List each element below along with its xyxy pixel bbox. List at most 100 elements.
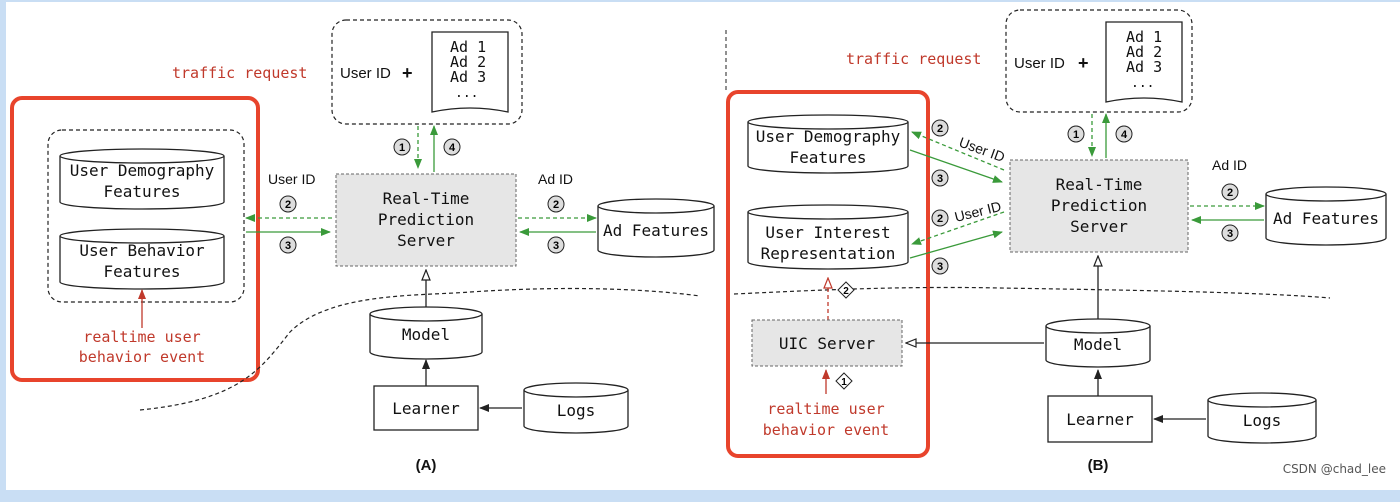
learner-label-a: Learner: [392, 399, 460, 418]
ad-list-doc-b: [1105, 21, 1183, 103]
svg-text:4: 4: [449, 142, 456, 154]
rtp-server-label-b-2: Prediction: [1051, 196, 1147, 215]
diamond-step-2-b: 2: [837, 281, 855, 299]
svg-text:1: 1: [399, 142, 405, 154]
learner-box-b: [1047, 395, 1153, 443]
learner-box-a: [373, 385, 479, 431]
step-2-badge-b-right: 2: [1221, 183, 1239, 201]
user-behavior-db-a: User Behavior Features: [59, 228, 225, 290]
highlight-frame-b: [726, 90, 930, 458]
traffic-request-label-b: traffic request: [846, 50, 981, 68]
step-1-badge-a: 1: [393, 138, 411, 156]
ad-item-b-3: Ad 3: [1126, 58, 1162, 76]
step-3-badge-b-right: 3: [1221, 224, 1239, 242]
server-to-demography-arrow-b: [911, 131, 1005, 171]
svg-text:2: 2: [1227, 187, 1233, 199]
user-behavior-label-1: User Behavior: [79, 241, 205, 260]
request-group-b: [1005, 9, 1193, 113]
offline-boundary-a: [139, 287, 701, 411]
uic-server-b: [751, 319, 903, 367]
step-2-badge-b-top: 2: [931, 119, 949, 137]
ad-features-label-a: Ad Features: [603, 221, 709, 240]
diagram-canvas: User Demography Features User Behavior F…: [6, 2, 1400, 490]
model-db-b: Model: [1045, 318, 1151, 368]
offline-boundary-b: [733, 286, 1331, 299]
model-label-b: Model: [1074, 335, 1122, 354]
request-group-a: [331, 19, 523, 125]
step-4-badge-a: 4: [443, 138, 461, 156]
rtp-server-label-b-1: Real-Time: [1056, 175, 1143, 194]
request-user-id-b: User ID: [1014, 55, 1065, 72]
svg-text:2: 2: [843, 286, 849, 297]
rtp-server-b: [1009, 159, 1189, 253]
user-interest-label-b-1: User Interest: [765, 223, 890, 242]
user-demography-label-1: User Demography: [70, 161, 215, 180]
svg-text:2: 2: [553, 199, 559, 211]
caption-a: (A): [416, 457, 437, 474]
plus-sign-b: +: [1078, 53, 1089, 73]
rtp-server-label-b-3: Server: [1070, 217, 1128, 236]
ad-item-b-4: ...: [1131, 76, 1154, 91]
step-2-badge-a-right: 2: [547, 195, 565, 213]
step-3-badge-a-left: 3: [279, 236, 297, 254]
logs-db-a: Logs: [523, 382, 629, 434]
svg-text:2: 2: [937, 123, 943, 135]
step-2-badge-a-left: 2: [279, 195, 297, 213]
step-3-badge-a-right: 3: [547, 236, 565, 254]
edge-user-id-b-2: User ID: [953, 198, 1003, 225]
edge-ad-id-b: Ad ID: [1212, 157, 1247, 173]
uic-server-label-b: UIC Server: [779, 334, 876, 353]
realtime-event-label-b-1: realtime user: [767, 400, 884, 418]
user-demography-label-2: Features: [103, 182, 180, 201]
svg-text:3: 3: [553, 240, 559, 252]
ad-item-a-2: Ad 2: [450, 53, 486, 71]
realtime-event-label-a-1: realtime user: [83, 328, 200, 346]
svg-text:3: 3: [285, 240, 291, 252]
logs-db-b: Logs: [1207, 392, 1317, 444]
user-demography-db-a: User Demography Features: [59, 148, 225, 210]
ad-item-b-1: Ad 1: [1126, 28, 1162, 46]
realtime-event-label-b-2: behavior event: [763, 421, 889, 439]
user-interest-label-b-2: Representation: [761, 244, 896, 263]
step-3-badge-b-bottom: 3: [931, 257, 949, 275]
diagram-b: User Demography Features User Interest R…: [726, 9, 1387, 474]
step-3-badge-b-top: 3: [931, 169, 949, 187]
svg-text:3: 3: [1227, 228, 1233, 240]
logs-label-a: Logs: [557, 401, 596, 420]
ad-item-b-2: Ad 2: [1126, 43, 1162, 61]
highlight-frame-a: [10, 96, 260, 382]
ad-features-db-b: Ad Features: [1265, 186, 1387, 246]
rtp-server-label-a-1: Real-Time: [383, 189, 470, 208]
rtp-server-label-a-2: Prediction: [378, 210, 474, 229]
diamond-step-1-b: 1: [835, 372, 853, 390]
interest-to-server-arrow-b: [909, 230, 1003, 259]
traffic-request-label-a: traffic request: [172, 64, 307, 82]
svg-text:1: 1: [1073, 129, 1079, 141]
model-db-a: Model: [369, 306, 483, 360]
diagram-a: User Demography Features User Behavior F…: [10, 19, 715, 474]
step-4-badge-b: 4: [1115, 125, 1133, 143]
svg-text:2: 2: [937, 213, 943, 225]
edge-ad-id-a: Ad ID: [538, 171, 573, 187]
ad-item-a-4: ...: [455, 86, 478, 101]
svg-text:3: 3: [937, 173, 943, 185]
user-interest-db-b: User Interest Representation: [747, 204, 909, 270]
user-demography-db-b: User Demography Features: [747, 114, 909, 174]
watermark: CSDN @chad_lee: [1282, 462, 1386, 476]
learner-label-b: Learner: [1066, 410, 1134, 429]
model-label-a: Model: [402, 325, 450, 344]
edge-user-id-a: User ID: [268, 171, 315, 187]
ad-list-doc-a: [431, 31, 509, 113]
architecture-diagram: User Demography Features User Behavior F…: [10, 9, 1387, 474]
user-demography-label-b-2: Features: [789, 148, 866, 167]
step-2-badge-b-bottom: 2: [931, 209, 949, 227]
svg-text:3: 3: [937, 261, 943, 273]
realtime-event-label-a-2: behavior event: [79, 348, 205, 366]
rtp-server-a: [335, 173, 517, 267]
plus-sign-a: +: [402, 63, 413, 83]
svg-text:4: 4: [1121, 129, 1128, 141]
logs-label-b: Logs: [1243, 411, 1282, 430]
svg-text:2: 2: [285, 199, 291, 211]
request-user-id-a: User ID: [340, 65, 391, 82]
user-behavior-label-2: Features: [103, 262, 180, 281]
